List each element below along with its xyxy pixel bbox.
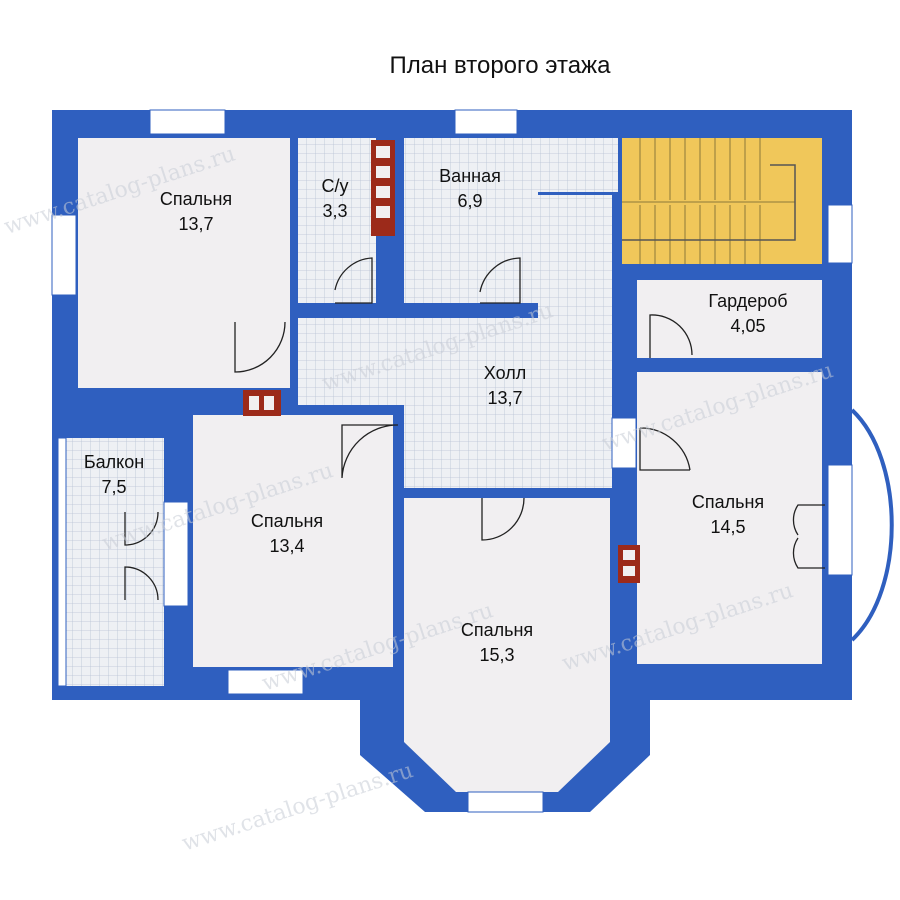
svg-text:www.catalog-plans.ru: www.catalog-plans.ru: [179, 758, 416, 856]
room-name: Спальня: [461, 620, 533, 640]
room-area: 15,3: [479, 645, 514, 665]
staircase: [622, 138, 822, 264]
room-name: Спальня: [160, 189, 232, 209]
room-labels: Спальня 13,7 С/у 3,3 Ванная 6,9 Гардероб…: [84, 166, 788, 665]
room-name: Холл: [484, 363, 526, 383]
hall-floor: [298, 195, 612, 488]
room-area: 14,5: [710, 517, 745, 537]
doors: [124, 257, 825, 601]
wc-floor: [298, 138, 376, 303]
room-area: 13,4: [269, 536, 304, 556]
plan-title: План второго этажа: [389, 52, 611, 79]
wardrobe-floor: [637, 280, 822, 358]
balcony-floor: [58, 438, 164, 686]
bedroom-1-floor: [78, 138, 290, 388]
room-name: Спальня: [251, 511, 323, 531]
room-name: С/у: [322, 176, 349, 196]
room-area: 13,7: [178, 214, 213, 234]
bathroom-floor: [404, 138, 618, 303]
room-name: Ванная: [439, 166, 501, 186]
room-area: 6,9: [457, 191, 482, 211]
bedroom-4-floor: [637, 372, 822, 664]
bedroom-2-floor: [193, 415, 393, 667]
room-name: Балкон: [84, 452, 144, 472]
room-area: 3,3: [322, 201, 347, 221]
room-area: 13,7: [487, 388, 522, 408]
bedroom-3-floor: [404, 498, 610, 792]
bay-window-arc: [850, 408, 894, 642]
room-name: Гардероб: [708, 291, 787, 311]
room-area: 4,05: [730, 316, 765, 336]
room-area: 7,5: [101, 477, 126, 497]
room-name: Спальня: [692, 492, 764, 512]
windows: [51, 109, 853, 813]
